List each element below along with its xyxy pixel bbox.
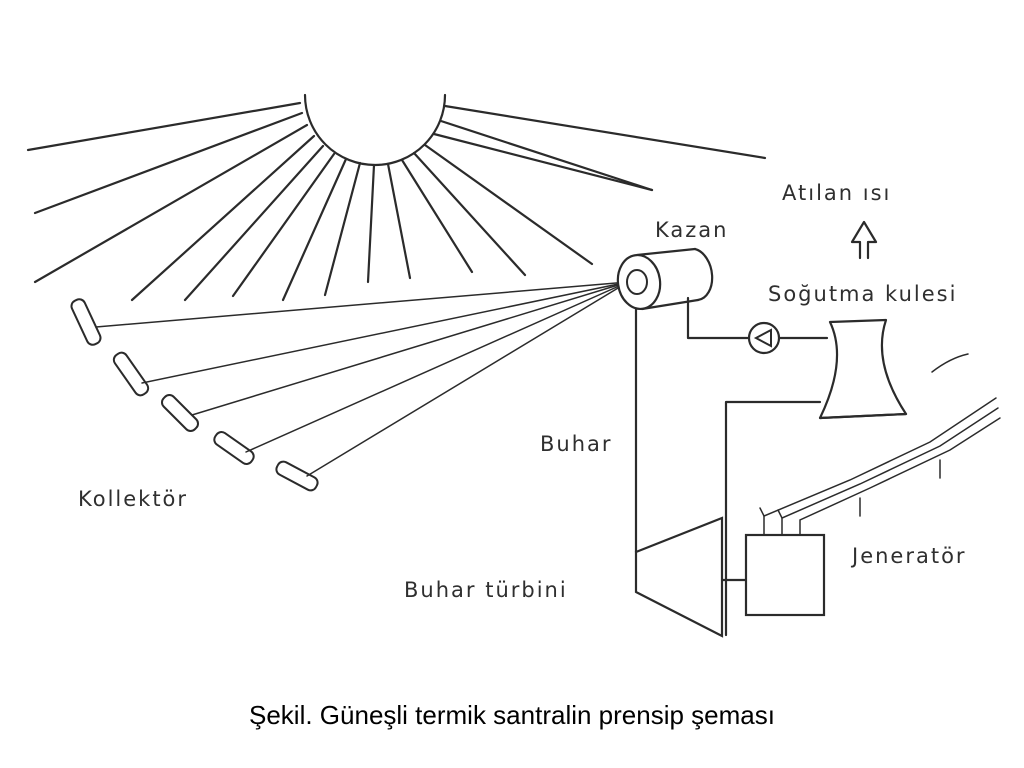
collector-3 — [160, 393, 200, 433]
boiler — [616, 247, 714, 311]
collector-5 — [275, 460, 319, 492]
sun-rays — [26, 101, 767, 302]
steam-turbine — [634, 516, 747, 638]
figure-caption: Şekil. Güneşli termik santralin prensip … — [249, 700, 775, 730]
label-jenerator: Jeneratör — [852, 544, 967, 568]
label-buhar: Buhar — [540, 432, 613, 456]
label-atilan-isi: Atılan ısı — [782, 181, 892, 205]
cooling-tower — [818, 318, 908, 420]
sun-disk — [303, 93, 447, 167]
collector-2 — [112, 351, 150, 397]
collector-4 — [213, 431, 255, 465]
label-sogutma-kulesi: Soğutma kulesi — [768, 282, 958, 306]
return-pipe — [686, 296, 829, 355]
label-buhar-turbini: Buhar türbini — [404, 578, 568, 602]
heat-arrow — [850, 220, 878, 260]
generator — [744, 353, 1001, 617]
condenser-pipe — [724, 400, 822, 637]
boiler-receiver — [626, 269, 648, 295]
collector-1 — [70, 298, 102, 346]
collectors — [70, 298, 319, 492]
label-kazan: Kazan — [655, 218, 729, 242]
pump — [747, 321, 781, 355]
pump-icon — [753, 328, 772, 348]
sun — [26, 93, 767, 302]
label-kollektor: Kollektör — [78, 487, 189, 511]
reflected-rays — [95, 281, 629, 477]
